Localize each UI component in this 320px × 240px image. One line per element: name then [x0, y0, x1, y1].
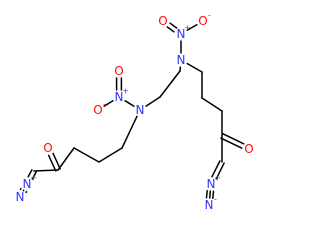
atom-symbol: N [205, 198, 214, 212]
bond-double [31, 171, 37, 180]
atom-n: N- [13, 187, 28, 204]
atom-label-background [242, 142, 256, 156]
atom-symbol: N [136, 103, 145, 117]
atom-symbol: N [115, 90, 124, 104]
bond-double [222, 133, 245, 145]
positive-charge: + [184, 24, 191, 33]
atom-label-background [156, 14, 170, 28]
atom-label-background [174, 53, 188, 67]
bond-single [201, 97, 223, 112]
bond-single [98, 147, 123, 163]
bond-triple [205, 189, 208, 199]
atom-label-background [112, 64, 126, 78]
negative-charge: - [25, 187, 28, 196]
bond-single [33, 169, 59, 172]
bond-single [186, 23, 198, 32]
atom-label-background [41, 141, 55, 155]
bond-double [211, 160, 221, 178]
atom-o: O- [196, 11, 211, 28]
bond-single [186, 62, 203, 73]
negative-charge: - [208, 11, 211, 20]
atom-symbol: O [244, 142, 253, 156]
positive-charge: + [30, 174, 37, 183]
atom-o: O [41, 141, 55, 155]
atom-o: O [112, 64, 126, 78]
negative-charge: - [103, 100, 106, 109]
atom-symbol: O [198, 14, 207, 28]
bond-double [220, 137, 243, 149]
atom-label-background [91, 103, 105, 117]
atom-label-background [196, 14, 210, 28]
atom-o: O [156, 14, 170, 28]
bond-double [52, 152, 61, 170]
atom-symbol: O [43, 141, 52, 155]
atom-symbol: O [93, 103, 102, 117]
atom-symbol: N [207, 177, 216, 191]
negative-charge: - [214, 195, 217, 204]
atom-n: N [133, 103, 147, 117]
atom-o: O- [91, 100, 106, 117]
atom-n: N+ [204, 174, 221, 191]
atom-label-background [202, 198, 216, 212]
bond-single [103, 99, 114, 108]
atom-n: N [174, 53, 188, 67]
bond-lines [19, 22, 245, 200]
bond-single [73, 147, 100, 163]
atom-symbol: N [16, 190, 25, 204]
atom-n: N+ [112, 87, 129, 104]
atom-symbol: N [177, 53, 186, 67]
bond-single [159, 70, 181, 98]
atom-label-background [204, 177, 218, 191]
atom-label-background [174, 27, 188, 41]
atom-label-background [112, 90, 126, 104]
atom-o: O [242, 142, 256, 156]
atom-symbol: O [114, 64, 123, 78]
bond-single [121, 115, 138, 149]
atom-label-background [13, 190, 27, 204]
atom-n: N+ [174, 24, 191, 41]
atom-n: N- [202, 195, 217, 212]
bond-triple [212, 190, 215, 200]
atom-label-background [20, 177, 34, 191]
atom-label-background [133, 103, 147, 117]
atom-symbol: N [177, 27, 186, 41]
bond-double [169, 22, 178, 29]
bond-double [166, 26, 175, 33]
atom-symbol: N [23, 177, 32, 191]
bond-single [145, 96, 161, 107]
atom-symbol: O [158, 14, 167, 28]
bond-double [47, 154, 57, 172]
bond-single [124, 99, 135, 108]
atom-n: N+ [20, 174, 37, 191]
positive-charge: + [122, 87, 129, 96]
bond-double [27, 169, 33, 178]
bond-single [57, 147, 75, 171]
bond-triple [208, 190, 212, 199]
positive-charge: + [214, 174, 221, 183]
bond-double [215, 162, 225, 180]
